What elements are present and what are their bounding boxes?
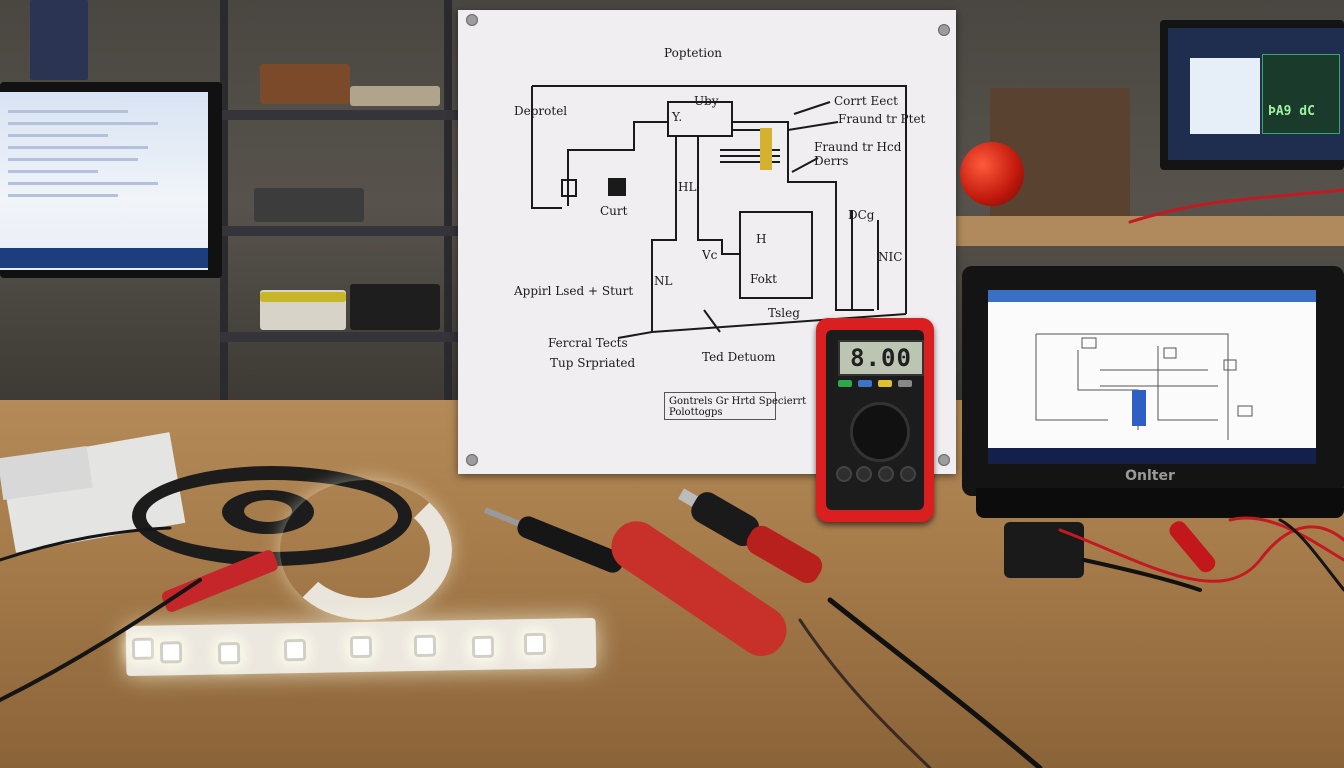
board-bolt: [938, 454, 950, 466]
multimeter-jack: [878, 466, 894, 482]
power-connector: [1004, 522, 1084, 578]
laptop-schematic-bus: [1132, 390, 1146, 426]
schematic-label: Appirl Lsed + Sturt: [514, 284, 634, 298]
left-monitor-screen: [0, 92, 208, 270]
right-monitor-window: [1190, 58, 1260, 134]
schematic-label: Vc: [702, 248, 718, 262]
multimeter-jack: [856, 466, 872, 482]
schematic-chip: [608, 178, 626, 196]
shelf-post: [220, 0, 228, 400]
oscilloscope-readout: ÞA9 dC: [1268, 104, 1315, 119]
schematic-label: Uby: [694, 94, 719, 108]
laptop-brand: Onlter: [1125, 468, 1175, 484]
board-bolt: [938, 24, 950, 36]
led-reel-hole: [244, 500, 292, 522]
schematic-label: Curt: [600, 204, 628, 218]
schematic-label: Fokt: [750, 272, 777, 286]
shelf-post: [444, 0, 452, 400]
oscilloscope-window: [1262, 54, 1340, 134]
wall-poster: [30, 0, 88, 80]
schematic-label: Deprotel: [514, 104, 568, 118]
shelf-board: [220, 332, 460, 342]
multimeter-button[interactable]: [878, 380, 892, 387]
schematic-label: H: [756, 232, 767, 246]
multimeter-dial[interactable]: [850, 402, 910, 462]
board-bolt: [466, 454, 478, 466]
laptop-schematic: [1035, 333, 1253, 440]
multimeter-jack: [836, 466, 852, 482]
schematic-label: Tup Srpriated: [550, 356, 636, 370]
schematic-label: Fraund tr Hcd Derrs: [814, 140, 902, 168]
metal-shelf: [220, 0, 460, 400]
schematic-label: HL: [678, 180, 697, 194]
schematic-label: Fercral Tects: [548, 336, 628, 350]
schematic-resistor: [760, 128, 772, 170]
laptop-titlebar: [988, 290, 1316, 302]
multimeter-jack: [900, 466, 916, 482]
red-ball: [960, 142, 1024, 206]
schematic-label: NL: [654, 274, 673, 288]
shelf-cables: [254, 188, 364, 222]
shelf-board: [220, 110, 460, 120]
schematic-label: Y.: [672, 110, 683, 124]
schematic-label: DCg: [848, 208, 875, 222]
schematic-label: Tsleg: [768, 306, 800, 320]
schematic-label: Corrt Eect: [834, 94, 898, 108]
shelf-board: [220, 226, 460, 236]
multimeter-button[interactable]: [898, 380, 912, 387]
left-monitor-taskbar: [0, 248, 208, 268]
schematic-label: Ted Detuom: [702, 350, 776, 364]
multimeter-display: 8.00: [838, 340, 924, 376]
laptop-taskbar: [988, 448, 1316, 464]
multimeter-button[interactable]: [838, 380, 852, 387]
schematic-title: Poptetion: [664, 46, 723, 60]
shelf-book-yellow: [260, 292, 346, 302]
board-bolt: [466, 14, 478, 26]
schematic-wiring: [531, 85, 907, 339]
laptop-screen: [988, 290, 1316, 464]
schematic-label: Fraund tr Ptet: [838, 112, 926, 126]
shelf-box: [260, 64, 350, 104]
shelf-black-box: [350, 284, 440, 330]
laptop-base: [976, 488, 1344, 518]
shelf-device: [350, 86, 440, 106]
back-desk: [948, 216, 1344, 246]
schematic-label: NIC: [878, 250, 903, 264]
multimeter-button[interactable]: [858, 380, 872, 387]
